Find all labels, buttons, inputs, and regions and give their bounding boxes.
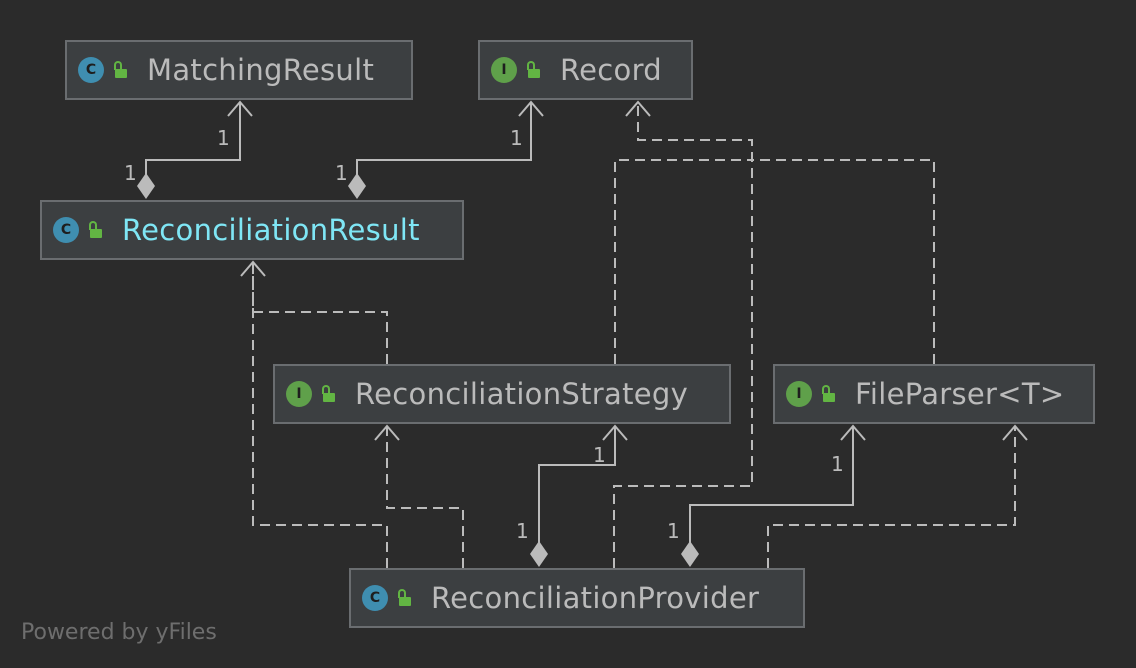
edge-result-matching <box>145 102 241 178</box>
multiplicity-label: 1 <box>667 519 680 543</box>
node-reconciliation-result[interactable]: C ReconciliationResult <box>40 200 464 260</box>
multiplicity-label: 1 <box>124 161 137 185</box>
interface-badge-icon: I <box>491 57 517 83</box>
node-label: Record <box>560 53 662 87</box>
dep-fileparser-record <box>752 159 935 364</box>
class-badge-icon: C <box>362 585 388 611</box>
multiplicity-label: 1 <box>510 126 523 150</box>
diamond-provider-fileparser <box>681 541 699 567</box>
diamond-result-record <box>348 173 366 199</box>
dep-provider-record <box>613 102 753 568</box>
dep-strategy-record <box>614 159 752 364</box>
arrowhead-fileparser-comp <box>840 424 866 441</box>
unlock-icon <box>821 385 837 403</box>
watermark: Powered by yFiles <box>21 620 217 645</box>
node-matching-result[interactable]: C MatchingResult <box>65 40 413 100</box>
node-label: ReconciliationResult <box>122 213 420 247</box>
node-label: ReconciliationProvider <box>431 581 760 615</box>
node-record[interactable]: I Record <box>478 40 693 100</box>
unlock-icon <box>321 385 337 403</box>
node-label: MatchingResult <box>147 53 375 87</box>
node-reconciliation-strategy[interactable]: I ReconciliationStrategy <box>273 364 731 424</box>
edge-result-record <box>356 102 532 178</box>
node-file-parser[interactable]: I FileParser<T> <box>773 364 1095 424</box>
arrowhead-strategy-dep <box>374 424 400 441</box>
arrowhead-record-dep <box>625 100 651 117</box>
node-label: FileParser<T> <box>855 377 1065 411</box>
unlock-icon <box>397 589 413 607</box>
diamond-result-matching <box>137 173 155 199</box>
interface-badge-icon: I <box>786 381 812 407</box>
multiplicity-label: 1 <box>335 161 348 185</box>
node-reconciliation-provider[interactable]: C ReconciliationProvider <box>349 568 805 628</box>
dep-strategy-result <box>252 262 388 364</box>
multiplicity-label: 1 <box>516 519 529 543</box>
dep-provider-strategy <box>386 426 464 568</box>
node-label: ReconciliationStrategy <box>355 377 689 411</box>
class-badge-icon: C <box>53 217 79 243</box>
unlock-icon <box>88 221 104 239</box>
edge-provider-strategy <box>538 426 616 543</box>
interface-badge-icon: I <box>286 381 312 407</box>
multiplicity-label: 1 <box>593 443 606 467</box>
arrowhead-matching <box>227 100 253 117</box>
dep-provider-result <box>252 262 388 568</box>
unlock-icon <box>113 61 129 79</box>
unlock-icon <box>526 61 542 79</box>
multiplicity-label: 1 <box>217 126 230 150</box>
arrowhead-fileparser-dep <box>1002 424 1028 441</box>
class-badge-icon: C <box>78 57 104 83</box>
arrowhead-result <box>240 260 266 277</box>
dep-provider-fileparser <box>767 426 1016 568</box>
diamond-provider-strategy <box>530 541 548 567</box>
edge-provider-fileparser <box>689 426 854 543</box>
multiplicity-label: 1 <box>831 452 844 476</box>
arrowhead-record <box>518 100 544 117</box>
arrowhead-strategy-comp <box>602 424 628 441</box>
